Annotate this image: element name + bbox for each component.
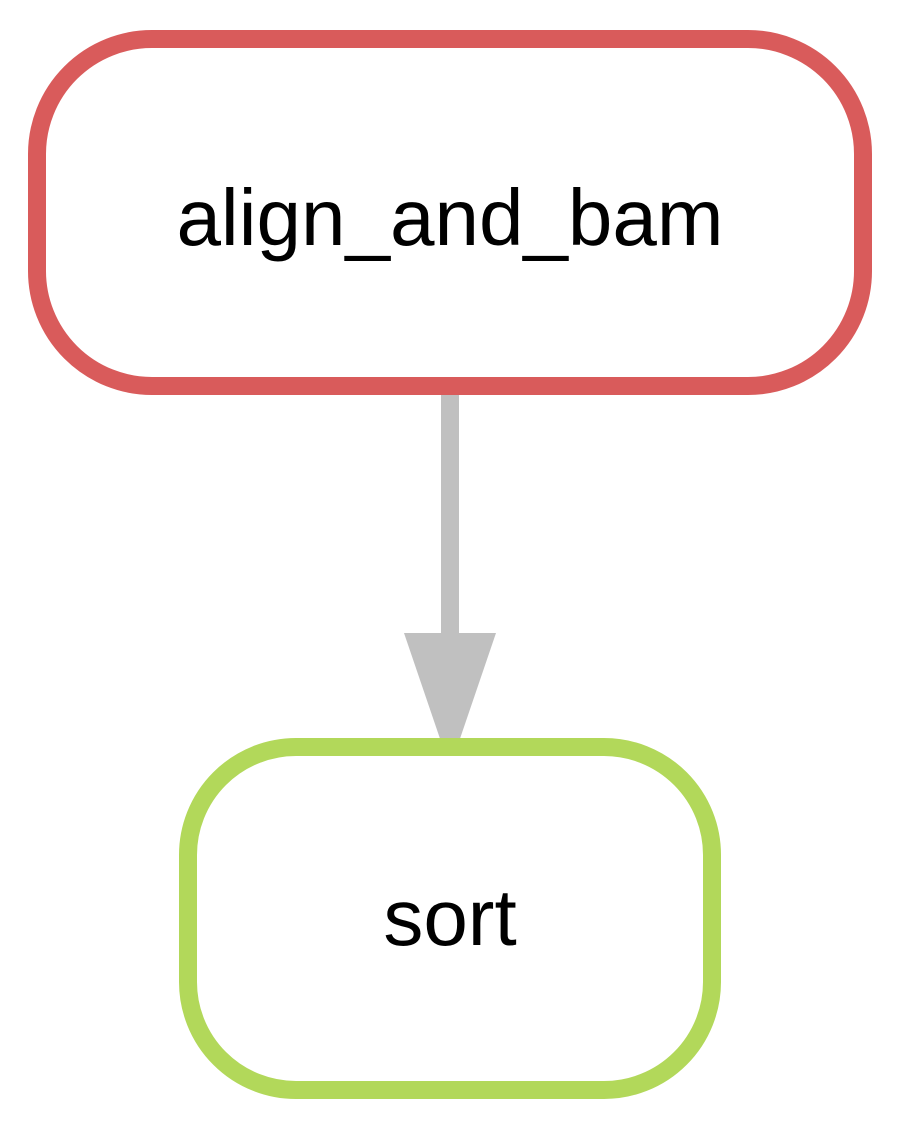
node-sort-label: sort	[383, 873, 516, 962]
node-align-and-bam-label: align_and_bam	[176, 173, 723, 262]
node-sort-box	[179, 738, 721, 1099]
node-align-and-bam[interactable]: align_and_bam	[28, 30, 872, 395]
arrowhead-icon	[404, 633, 496, 768]
node-sort[interactable]: sort	[179, 738, 721, 1099]
node-align-and-bam-box	[28, 30, 872, 395]
edge-align-and-bam-to-sort	[404, 394, 496, 768]
